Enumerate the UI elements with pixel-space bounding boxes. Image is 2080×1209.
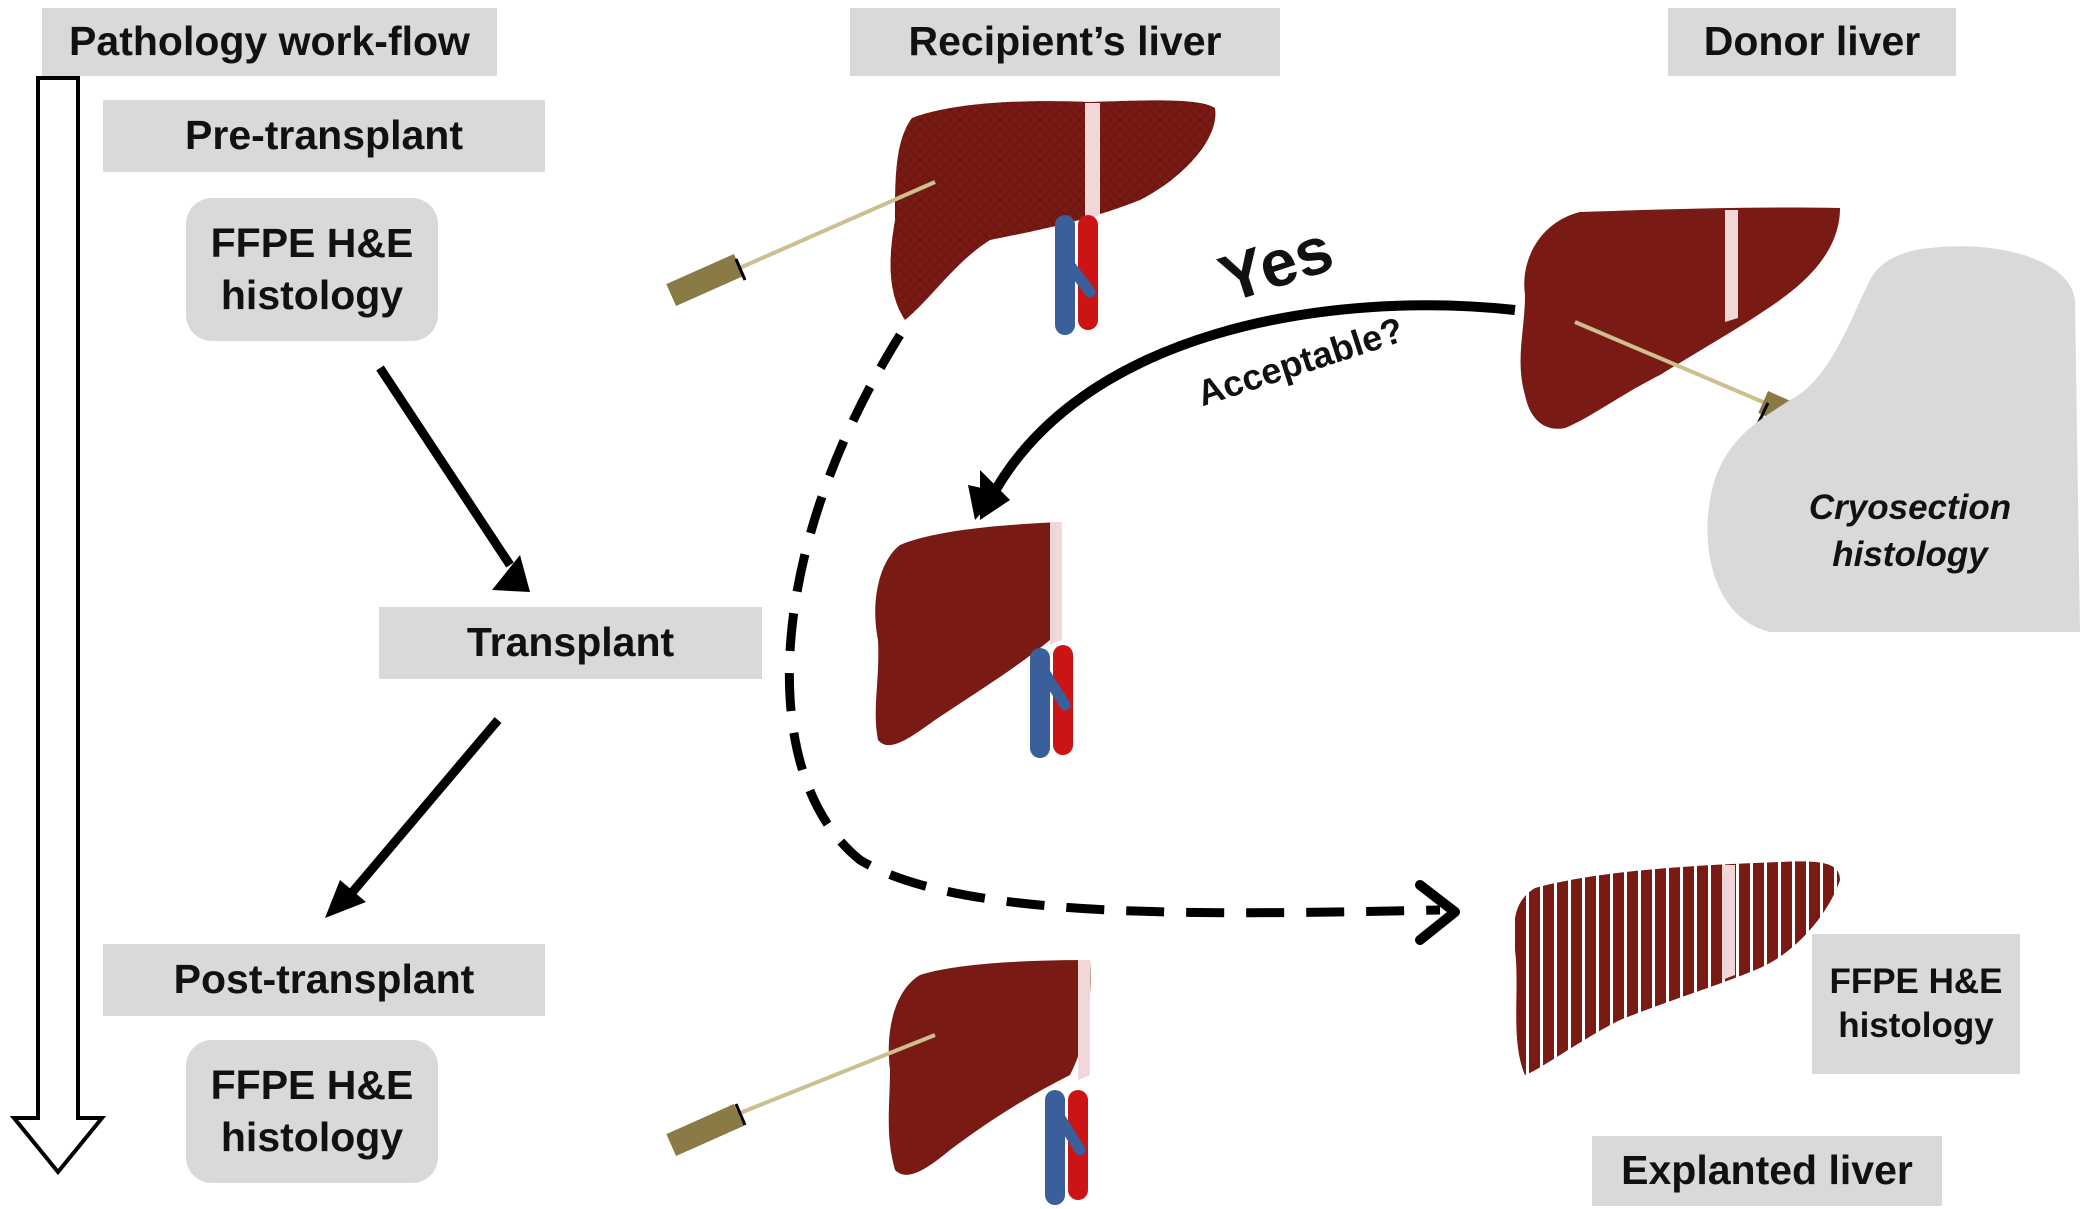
cryosection-label: Cryosection histology — [1808, 488, 2012, 575]
donor-liver-header: Donor liver — [1668, 8, 1956, 76]
explanted-liver — [1514, 861, 1840, 1075]
recipient-liver-top — [890, 100, 1216, 335]
recipient-liver-header: Recipient’s liver — [850, 8, 1280, 76]
explanted-liver-label: Explanted liver — [1592, 1136, 1942, 1206]
biopsy-needle-bottom — [666, 1033, 936, 1157]
workflow-title: Pathology work-flow — [42, 8, 497, 76]
recipient-liver-bottom — [888, 960, 1091, 1205]
transplant-label: Transplant — [379, 607, 762, 679]
explant-histology-box: FFPE H&E histology — [1812, 934, 2020, 1074]
acceptable-yes-arrow — [985, 300, 1516, 503]
transplanted-liver — [875, 522, 1073, 758]
transplant-to-post-arrow — [346, 717, 502, 898]
biopsy-needle-top — [666, 180, 936, 307]
pre-transplant-label: Pre-transplant — [103, 100, 545, 172]
pre-to-transplant-arrow — [376, 365, 514, 568]
pre-transplant-histology-box: FFPE H&E histology — [186, 198, 438, 341]
cryosection-panel-bg — [1707, 246, 2080, 632]
post-transplant-histology-box: FFPE H&E histology — [186, 1040, 438, 1183]
recipient-to-explant-dashed-arrow — [784, 332, 1441, 918]
post-transplant-label: Post-transplant — [103, 944, 545, 1016]
workflow-timeline-arrow — [9, 76, 107, 1176]
